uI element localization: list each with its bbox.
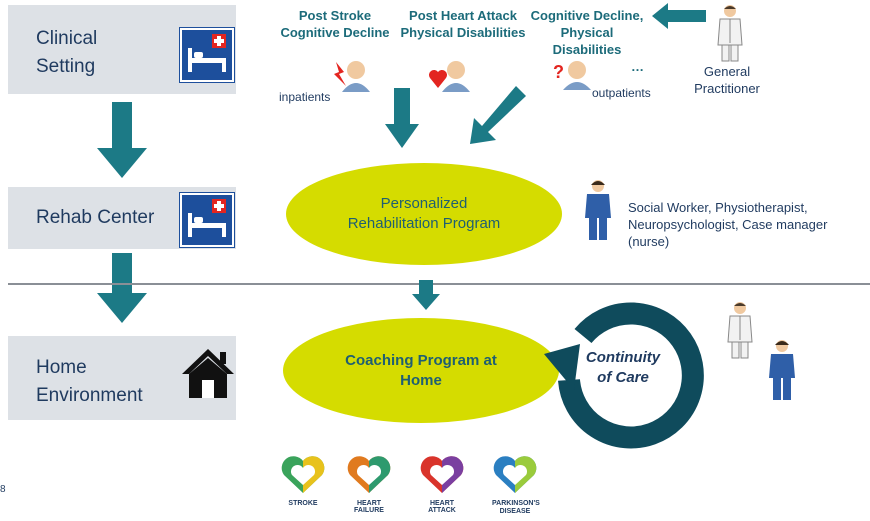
care-team-line: (nurse) <box>628 234 670 249</box>
badge-label: HEART ATTACK <box>428 500 456 514</box>
care-team-line: Social Worker, Physiotherapist, <box>628 200 808 215</box>
continuity-label-line: of Care <box>597 369 649 386</box>
patient-stroke-icon <box>334 61 370 92</box>
stage-home-environment: Home Environment <box>8 336 236 420</box>
outpatients-label: outpatients <box>592 86 651 100</box>
program-label-line: Personalized <box>380 195 468 212</box>
patient-question-icon: ? <box>553 61 591 90</box>
stage-label-line: Rehab Center <box>36 207 155 228</box>
heart-failure-badge-icon <box>347 456 391 493</box>
disease-badge-heart-attack: HEART ATTACK <box>419 455 465 514</box>
nurse-icon <box>769 340 795 400</box>
condition-ellipsis: … <box>631 59 644 74</box>
care-team-label: Social Worker, Physiotherapist, Neuropsy… <box>628 199 827 250</box>
continuity-cycle-icon <box>544 302 704 449</box>
stage-label-line: Home <box>36 357 87 378</box>
condition-line: Physical Disabilities <box>400 25 526 40</box>
coaching-label-line: Home <box>400 371 442 389</box>
stage-label-line: Setting <box>36 56 96 77</box>
disease-badge-stroke: STROKE <box>280 455 326 507</box>
continuity-label-line: Continuity <box>585 349 661 366</box>
doctor-icon <box>727 302 753 359</box>
svg-text:?: ? <box>553 62 564 82</box>
house-icon <box>180 346 236 411</box>
stage-rehab-center: Rehab Center <box>8 187 236 249</box>
page-number: 8 <box>0 484 6 495</box>
gp-label-line: General <box>703 64 751 79</box>
arrow-into-program <box>385 88 419 148</box>
arrow-to-coaching <box>412 280 440 310</box>
disease-badge-heart-failure: HEART FAILURE <box>346 455 392 514</box>
care-team-line: Neuropsychologist, Case manager <box>628 217 828 232</box>
condition-stroke: Post Stroke Cognitive Decline <box>270 7 400 41</box>
condition-line: Cognitive Decline, <box>530 8 644 23</box>
coaching-label: Coaching Program at Home <box>345 351 497 391</box>
gp-label-line: Practitioner <box>694 81 760 96</box>
stage-clinical-setting: Clinical Setting <box>8 5 236 94</box>
hospital-bed-icon <box>180 28 234 82</box>
condition-cognitive: Cognitive Decline, Physical Disabilities… <box>526 7 648 75</box>
condition-line: Physical Disabilities <box>552 25 622 57</box>
arrow-from-gp <box>652 3 706 29</box>
heart-attack-badge-icon <box>420 456 464 493</box>
inpatients-label: inpatients <box>279 90 331 104</box>
nurse-icon <box>585 180 611 240</box>
stroke-badge-icon <box>281 456 325 493</box>
arrow-into-program <box>470 86 526 144</box>
condition-line: Post Heart Attack <box>409 8 517 23</box>
coaching-program-ellipse: Coaching Program at Home <box>283 318 559 423</box>
condition-heart-attack: Post Heart Attack Physical Disabilities <box>398 7 528 41</box>
coaching-label-line: Coaching Program at <box>345 351 497 369</box>
badge-label: STROKE <box>288 500 318 507</box>
program-label: Personalized Rehabilitation Program <box>348 194 501 234</box>
personalized-program-ellipse: Personalized Rehabilitation Program <box>286 163 562 265</box>
stage-label: Clinical Setting <box>36 25 97 81</box>
disease-badge-parkinsons: PARKINSON'S DISEASE <box>492 455 540 516</box>
parkinsons-badge-icon <box>493 456 537 493</box>
stage-label: Home Environment <box>36 354 143 410</box>
hospital-bed-icon <box>180 193 234 247</box>
stage-label: Rehab Center <box>36 204 154 232</box>
section-divider <box>8 283 870 285</box>
stage-label-line: Clinical <box>36 28 98 49</box>
condition-line: Cognitive Decline <box>280 25 390 40</box>
doctor-icon <box>717 5 743 62</box>
stage-arrow-down <box>97 102 147 178</box>
condition-line: Post Stroke <box>298 8 372 23</box>
badge-label: PARKINSON'S DISEASE <box>492 500 540 515</box>
general-practitioner-label: General Practitioner <box>686 63 768 97</box>
stage-label-line: Environment <box>36 385 143 406</box>
patient-heart-icon <box>429 61 470 92</box>
program-label-line: Rehabilitation Program <box>347 215 501 232</box>
stage-arrow-down <box>97 253 147 323</box>
continuity-label: Continuity of Care <box>583 348 663 388</box>
badge-label: HEART FAILURE <box>354 500 384 514</box>
